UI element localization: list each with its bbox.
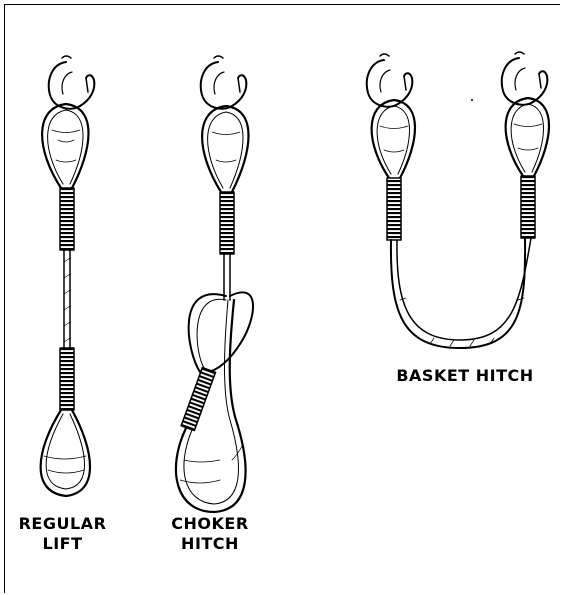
ferrule: [387, 178, 401, 240]
basket-hitch-label: BASKET HITCH: [385, 366, 545, 386]
choker-loop: [176, 292, 253, 512]
right-eye-loop: [506, 98, 549, 176]
hook-icon: [49, 56, 95, 109]
basket-hitch-sling: [367, 52, 549, 348]
choker-hitch-label-line1: CHOKER: [160, 514, 260, 534]
left-eye-loop: [372, 100, 415, 178]
regular-lift-label: REGULAR LIFT: [5, 514, 120, 554]
basket-hitch-label-line1: BASKET HITCH: [385, 366, 545, 386]
wire-rope: [391, 238, 531, 348]
top-eye-loop: [202, 106, 248, 192]
choker-hitch-sling: [176, 56, 253, 512]
regular-lift-label-line1: REGULAR: [5, 514, 120, 534]
top-eye-loop: [42, 104, 88, 188]
ferrule: [220, 192, 234, 254]
wire-rope: [224, 254, 230, 300]
regular-lift-sling: [41, 56, 95, 496]
hook-icon: [502, 52, 548, 105]
wire-rope: [64, 250, 70, 348]
ferrule: [521, 176, 535, 238]
hook-icon: [367, 54, 413, 107]
ferrule: [60, 348, 74, 410]
choker-hitch-label: CHOKER HITCH: [160, 514, 260, 554]
choker-hitch-label-line2: HITCH: [160, 534, 260, 554]
ferrule: [181, 368, 215, 431]
hook-icon: [201, 56, 247, 109]
bottom-eye-loop: [41, 410, 90, 496]
regular-lift-label-line2: LIFT: [5, 534, 120, 554]
ferrule: [60, 188, 74, 250]
